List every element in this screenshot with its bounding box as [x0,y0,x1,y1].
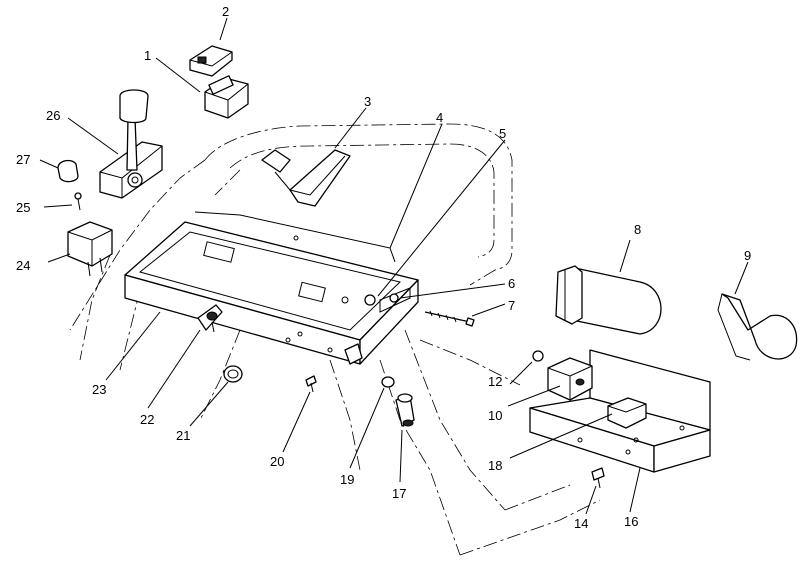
callout-14: 14 [574,516,588,531]
callout-19: 19 [340,472,354,487]
fuse-holder [395,393,415,427]
phantom-frame-outline [69,123,601,556]
callout-18: 17 [392,486,406,501]
capacitor [555,265,662,335]
relay [547,357,593,401]
bracket-screw [591,467,605,489]
callout-2: 2 [222,4,229,19]
capacitor-clamp [717,293,798,361]
callout-26: 26 [46,108,60,123]
fuse-washer [381,376,395,388]
callout-25: 25 [16,200,30,215]
switch-cover [189,45,233,77]
callout-9: 9 [744,248,751,263]
panel-clip [344,343,363,365]
callout-8: 8 [634,222,641,237]
lock-washer [389,293,399,303]
callout-labels: 2 1 3 4 5 26 27 25 24 8 9 6 7 12 10 18 1… [16,4,751,531]
relay-nut [532,350,544,362]
meter-screw [74,192,82,211]
long-bolt [424,310,475,327]
callout-24: 24 [16,258,30,273]
callout-7: 7 [508,298,515,313]
callout-21: 21 [176,428,190,443]
callout-10: 10 [488,408,502,423]
callout-27: 27 [16,152,30,167]
panel-screw [305,375,317,393]
callout-3: 3 [364,94,371,109]
nut-fastener [364,294,376,306]
callout-1: 1 [144,48,151,63]
key-switch [197,304,223,333]
callout-6: 6 [508,276,515,291]
callout-20: 20 [270,454,284,469]
start-relay [607,397,647,429]
leader-lines [39,17,749,515]
rocker-switch [204,75,249,119]
callout-16: 16 [624,514,638,529]
callout-17: 18 [488,458,502,473]
callout-4: 4 [436,110,443,125]
callout-22: 22 [140,412,154,427]
grommet-ring [223,365,243,383]
callout-23: 23 [92,382,106,397]
control-panel-tray [124,221,419,365]
ignition-switch [261,149,351,207]
throttle-control [99,89,163,199]
callout-12: 12 [488,374,502,389]
hour-meter [67,221,113,277]
throttle-knob [57,159,79,183]
callout-5: 5 [499,126,506,141]
panel-gasket [194,211,396,263]
